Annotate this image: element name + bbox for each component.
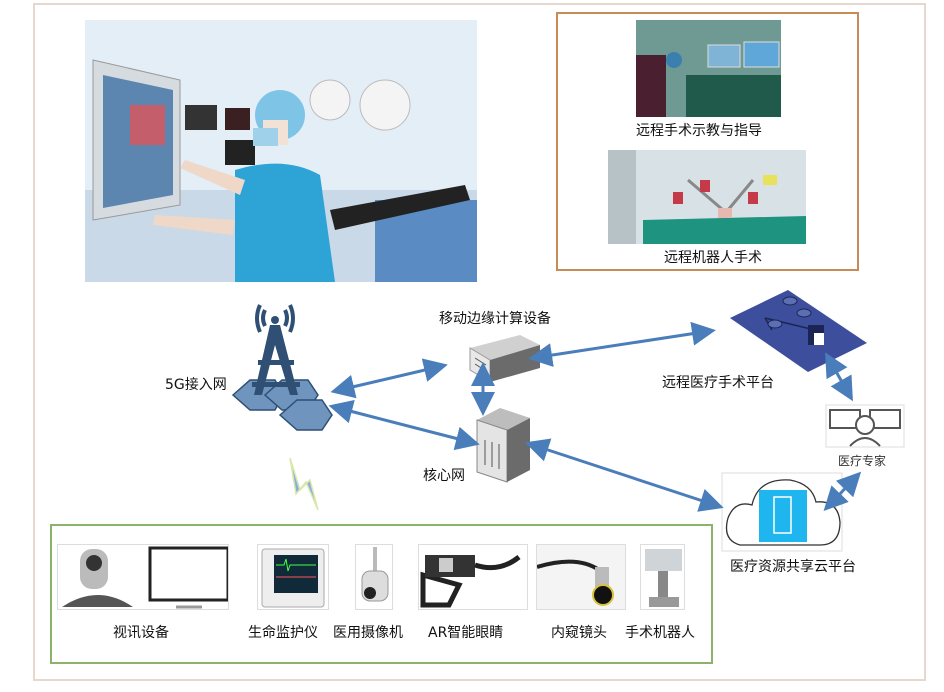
- outer-frame: [33, 3, 926, 681]
- device-label: 手术机器人: [625, 625, 695, 641]
- remote-robot-photo: [608, 150, 806, 244]
- cloud-icon: [721, 472, 843, 552]
- server-icon: [469, 335, 540, 383]
- operating-room-photo: [85, 20, 477, 282]
- surgery-platform-label: 远程医疗手术平台: [662, 375, 774, 391]
- cloud-label: 医疗资源共享云平台: [730, 559, 856, 575]
- connection-arrows: [328, 321, 862, 512]
- endoscope-icon: [536, 544, 626, 610]
- access-network-label: 5G接入网: [165, 377, 227, 393]
- surgical-robot-icon: [640, 544, 685, 610]
- remote-teaching-photo: [636, 20, 781, 117]
- device-label: 内窥镜头: [551, 625, 607, 641]
- wireless-lightning-icon: [289, 457, 319, 511]
- remote-robot-label: 远程机器人手术: [664, 250, 762, 266]
- core-network-label: 核心网: [423, 468, 465, 484]
- device-label: 视讯设备: [113, 625, 169, 641]
- video-conference-icon: [57, 544, 229, 610]
- cell-tower-icon: [231, 304, 333, 431]
- server-cabinet-icon: [476, 408, 530, 483]
- remote-teaching-label: 远程手术示教与指导: [636, 123, 762, 139]
- application-box: [556, 12, 859, 271]
- network-platform-icon: [730, 290, 867, 372]
- mec-label: 移动边缘计算设备: [439, 311, 551, 327]
- medical-camera-icon: [355, 544, 393, 610]
- ar-glasses-icon: [418, 544, 528, 610]
- expert-label: 医疗专家: [838, 454, 887, 468]
- device-label: AR智能眼睛: [428, 625, 504, 641]
- expert-icon: [825, 404, 905, 448]
- device-label: 医用摄像机: [333, 625, 403, 641]
- terminal-devices-box: [50, 524, 713, 664]
- device-label: 生命监护仪: [248, 625, 318, 641]
- vital-monitor-icon: [257, 544, 329, 610]
